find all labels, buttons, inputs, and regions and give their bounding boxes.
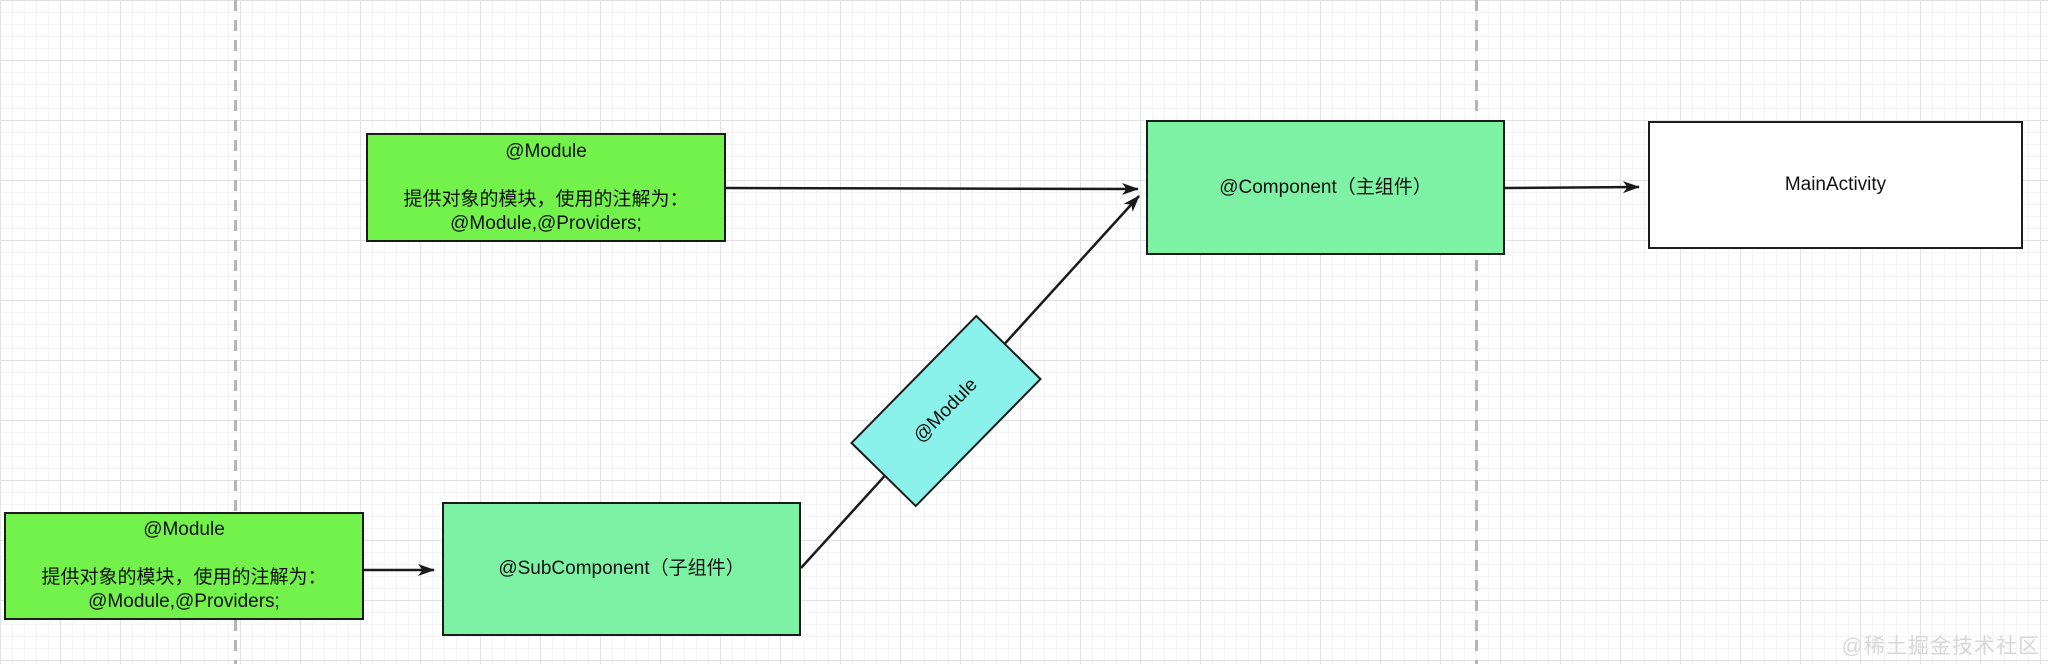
node-module-bottom-desc-line2: @Module,@Providers; bbox=[88, 591, 280, 612]
node-subcomponent: @SubComponent（子组件） bbox=[442, 502, 801, 636]
page-break-line-right bbox=[1475, 0, 1478, 664]
node-module-top-title: @Module bbox=[505, 140, 587, 162]
node-module-bottom-desc-line1: 提供对象的模块，使用的注解为： bbox=[41, 567, 327, 588]
node-module-rotated-label: @Module bbox=[909, 374, 982, 448]
node-subcomponent-label: @SubComponent（子组件） bbox=[498, 558, 745, 579]
node-module-top-desc-line1: 提供对象的模块，使用的注解为： bbox=[403, 188, 689, 210]
node-component-label: @Component（主组件） bbox=[1219, 176, 1432, 198]
node-module-bottom-title: @Module bbox=[143, 519, 225, 540]
node-module-top: @Module 提供对象的模块，使用的注解为： @Module,@Provide… bbox=[366, 133, 726, 242]
node-module-bottom: @Module 提供对象的模块，使用的注解为： @Module,@Provide… bbox=[4, 512, 364, 620]
node-component: @Component（主组件） bbox=[1146, 120, 1505, 255]
node-module-top-desc-line2: @Module,@Providers; bbox=[450, 212, 642, 234]
node-mainactivity-label: MainActivity bbox=[1784, 174, 1887, 195]
connector-module-top-to-component bbox=[725, 182, 1139, 195]
watermark: @稀土掘金技术社区 bbox=[1841, 635, 2040, 658]
page-break-line-left bbox=[234, 0, 237, 664]
connector-component-to-mainactivity bbox=[1504, 181, 1640, 194]
node-mainactivity: MainActivity bbox=[1648, 121, 2023, 249]
